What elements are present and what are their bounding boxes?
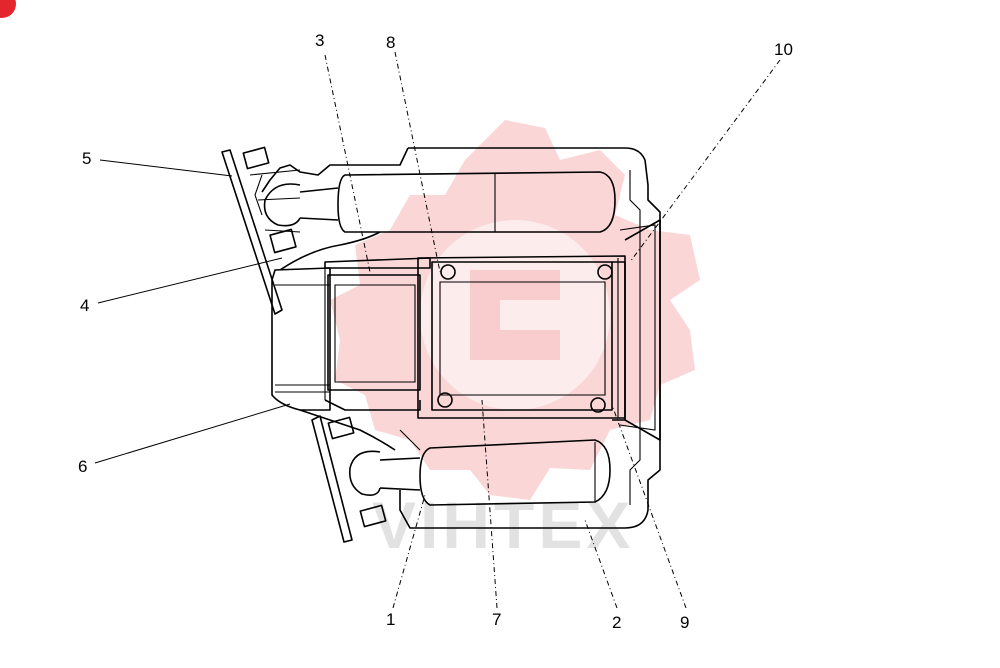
label-6: 6	[78, 457, 87, 476]
label-10: 10	[774, 40, 793, 59]
label-9: 9	[680, 613, 689, 632]
watermark-logo	[330, 120, 700, 500]
label-1: 1	[386, 610, 395, 629]
upper-piston	[254, 171, 616, 233]
label-3: 3	[315, 31, 324, 50]
label-8: 8	[386, 33, 395, 52]
label-2: 2	[612, 613, 621, 632]
valve-bearing-assembly	[417, 255, 626, 421]
corner-badge	[0, 0, 16, 18]
label-5: 5	[82, 149, 91, 168]
end-cover	[624, 219, 661, 441]
center-spring-assembly	[324, 257, 431, 411]
label-4: 4	[80, 296, 89, 315]
cylinder-block	[271, 231, 396, 451]
lower-piston	[348, 429, 611, 506]
leader-lines	[94, 51, 781, 609]
label-7: 7	[492, 610, 501, 629]
swash-plate	[221, 146, 387, 543]
housing	[261, 147, 661, 529]
